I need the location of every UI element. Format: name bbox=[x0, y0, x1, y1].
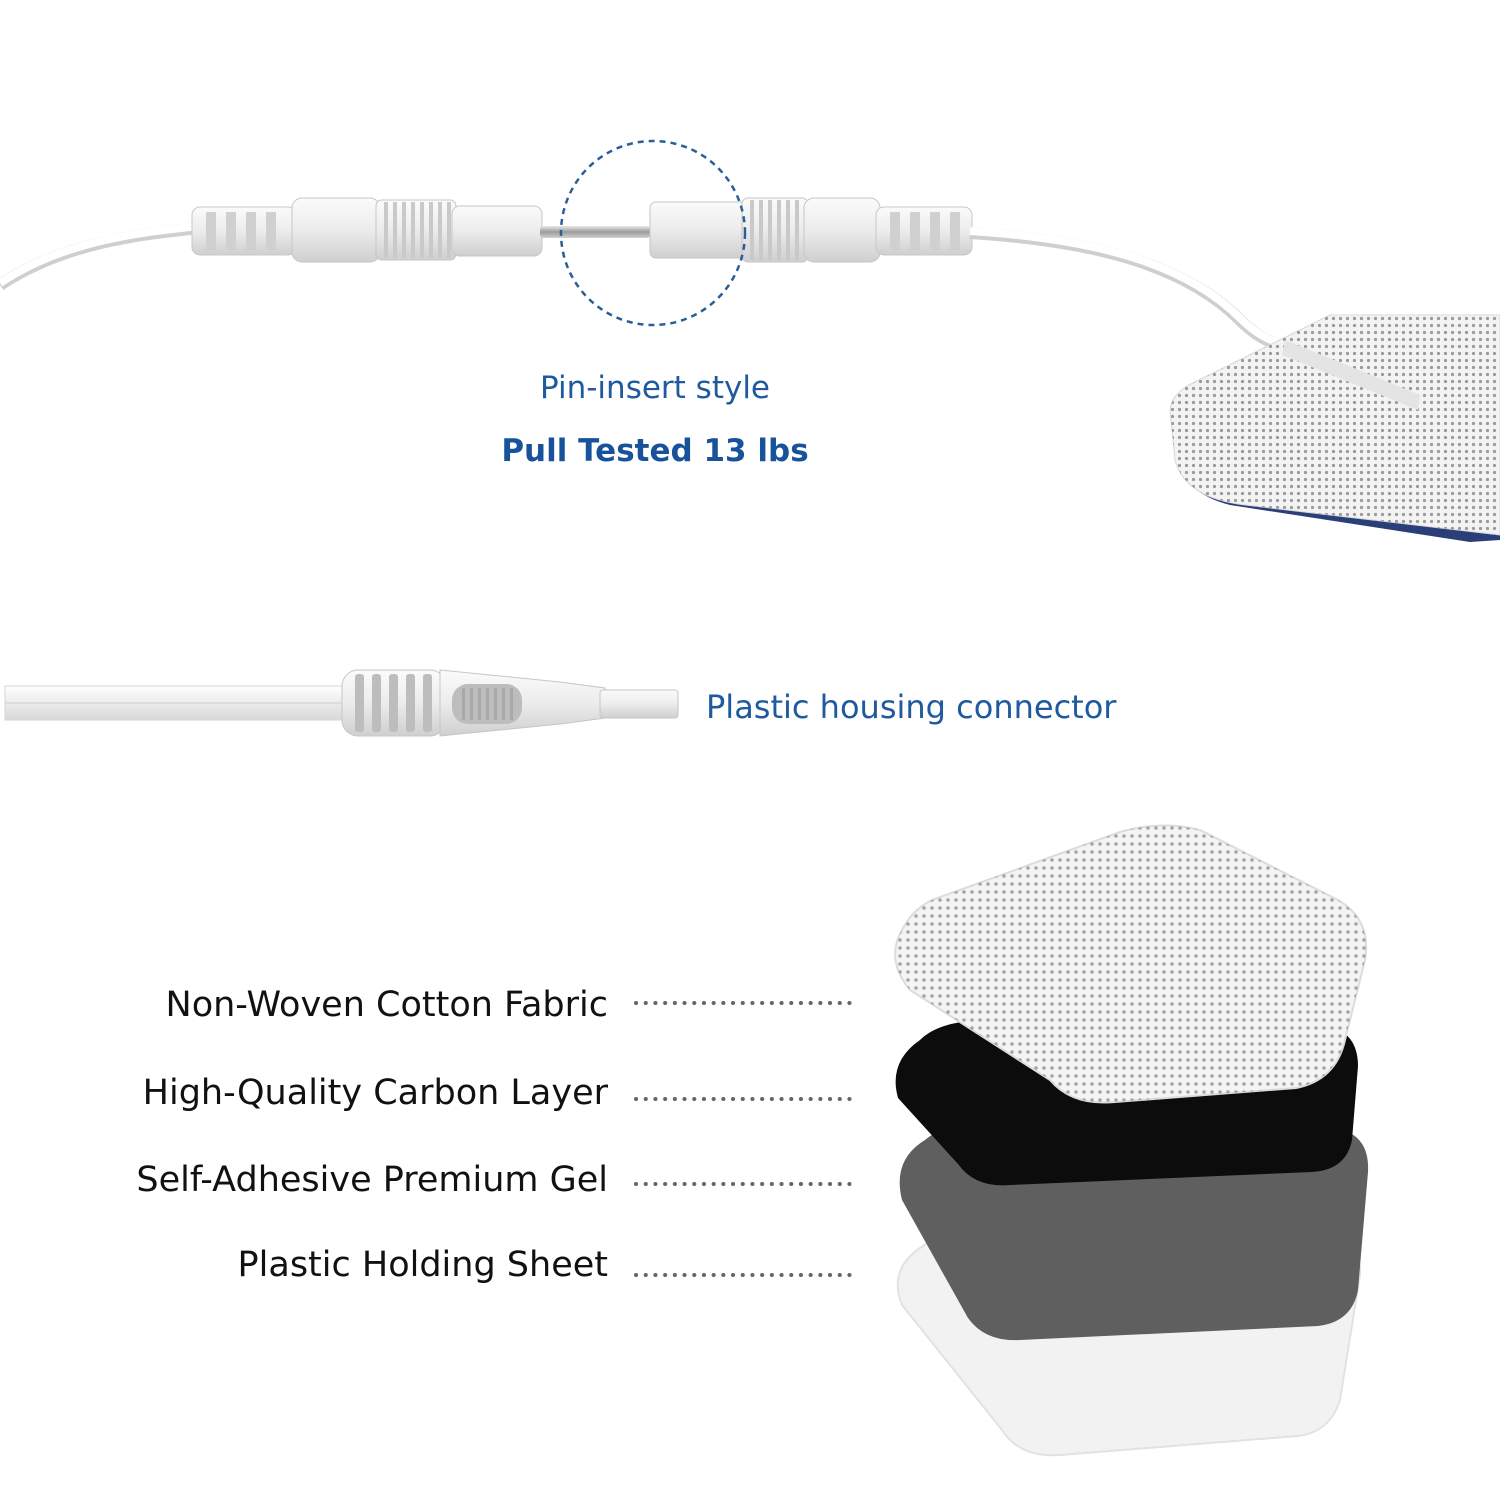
electrode-cable bbox=[969, 227, 1302, 356]
layer-label-gel: Self-Adhesive Premium Gel bbox=[136, 1160, 608, 1200]
pin-highlight-circle bbox=[559, 139, 747, 327]
pin-insert-style-label: Pin-insert style bbox=[539, 370, 771, 406]
lead-wire-cable bbox=[0, 222, 201, 290]
male-pin-plug bbox=[191, 197, 650, 263]
plastic-housing-connector-label: Plastic housing connector bbox=[706, 688, 1117, 726]
layer-cotton-fabric bbox=[894, 824, 1368, 1104]
plastic-housing-connector-image bbox=[4, 669, 679, 737]
pull-tested-label: Pull Tested 13 lbs bbox=[501, 433, 809, 469]
electrode-pad-top bbox=[1169, 314, 1500, 542]
layer-label-carbon: High-Quality Carbon Layer bbox=[142, 1073, 608, 1113]
layer-label-cotton: Non-Woven Cotton Fabric bbox=[165, 985, 608, 1025]
layer-label-sheet: Plastic Holding Sheet bbox=[237, 1245, 608, 1285]
female-socket-plug bbox=[649, 197, 973, 263]
